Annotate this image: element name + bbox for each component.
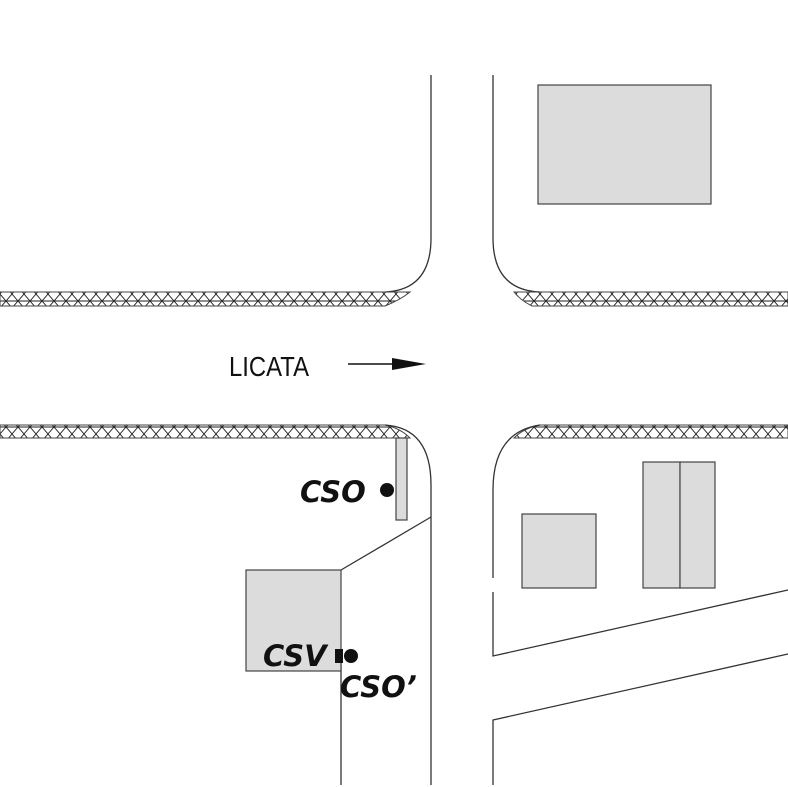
station-label-cso: CSO — [300, 475, 366, 509]
road-edge-upper-right — [492, 75, 541, 293]
median-lower-right — [512, 424, 788, 439]
station-label-cso-prime: CSO’ — [340, 670, 417, 704]
median-upper-left — [0, 291, 412, 307]
road-edge-lower-left — [384, 424, 432, 785]
direction-arrow-icon — [348, 358, 426, 370]
road-edge-lower-right-c — [492, 653, 788, 785]
building-upper-right — [537, 84, 712, 205]
road-edge-lower-right-b — [492, 589, 788, 657]
building-lower-right-tall-right — [679, 461, 716, 589]
station-label-csv: CSV — [263, 639, 329, 673]
road-edge-lower-right — [492, 424, 541, 578]
station-marker-cso — [380, 483, 394, 497]
building-narrow-strip — [395, 437, 408, 521]
median-lower-left — [0, 424, 412, 439]
building-lower-left — [245, 569, 342, 672]
building-lower-right-tall-left — [642, 461, 681, 589]
direction-label: LICATA — [229, 351, 309, 382]
road-edge-upper-left — [384, 75, 432, 293]
side-street-diagonal — [340, 516, 432, 571]
station-marker-csv — [335, 649, 343, 663]
building-lower-right-square — [521, 513, 597, 589]
median-upper-right — [512, 291, 788, 307]
station-marker-cso-prime — [344, 649, 358, 663]
